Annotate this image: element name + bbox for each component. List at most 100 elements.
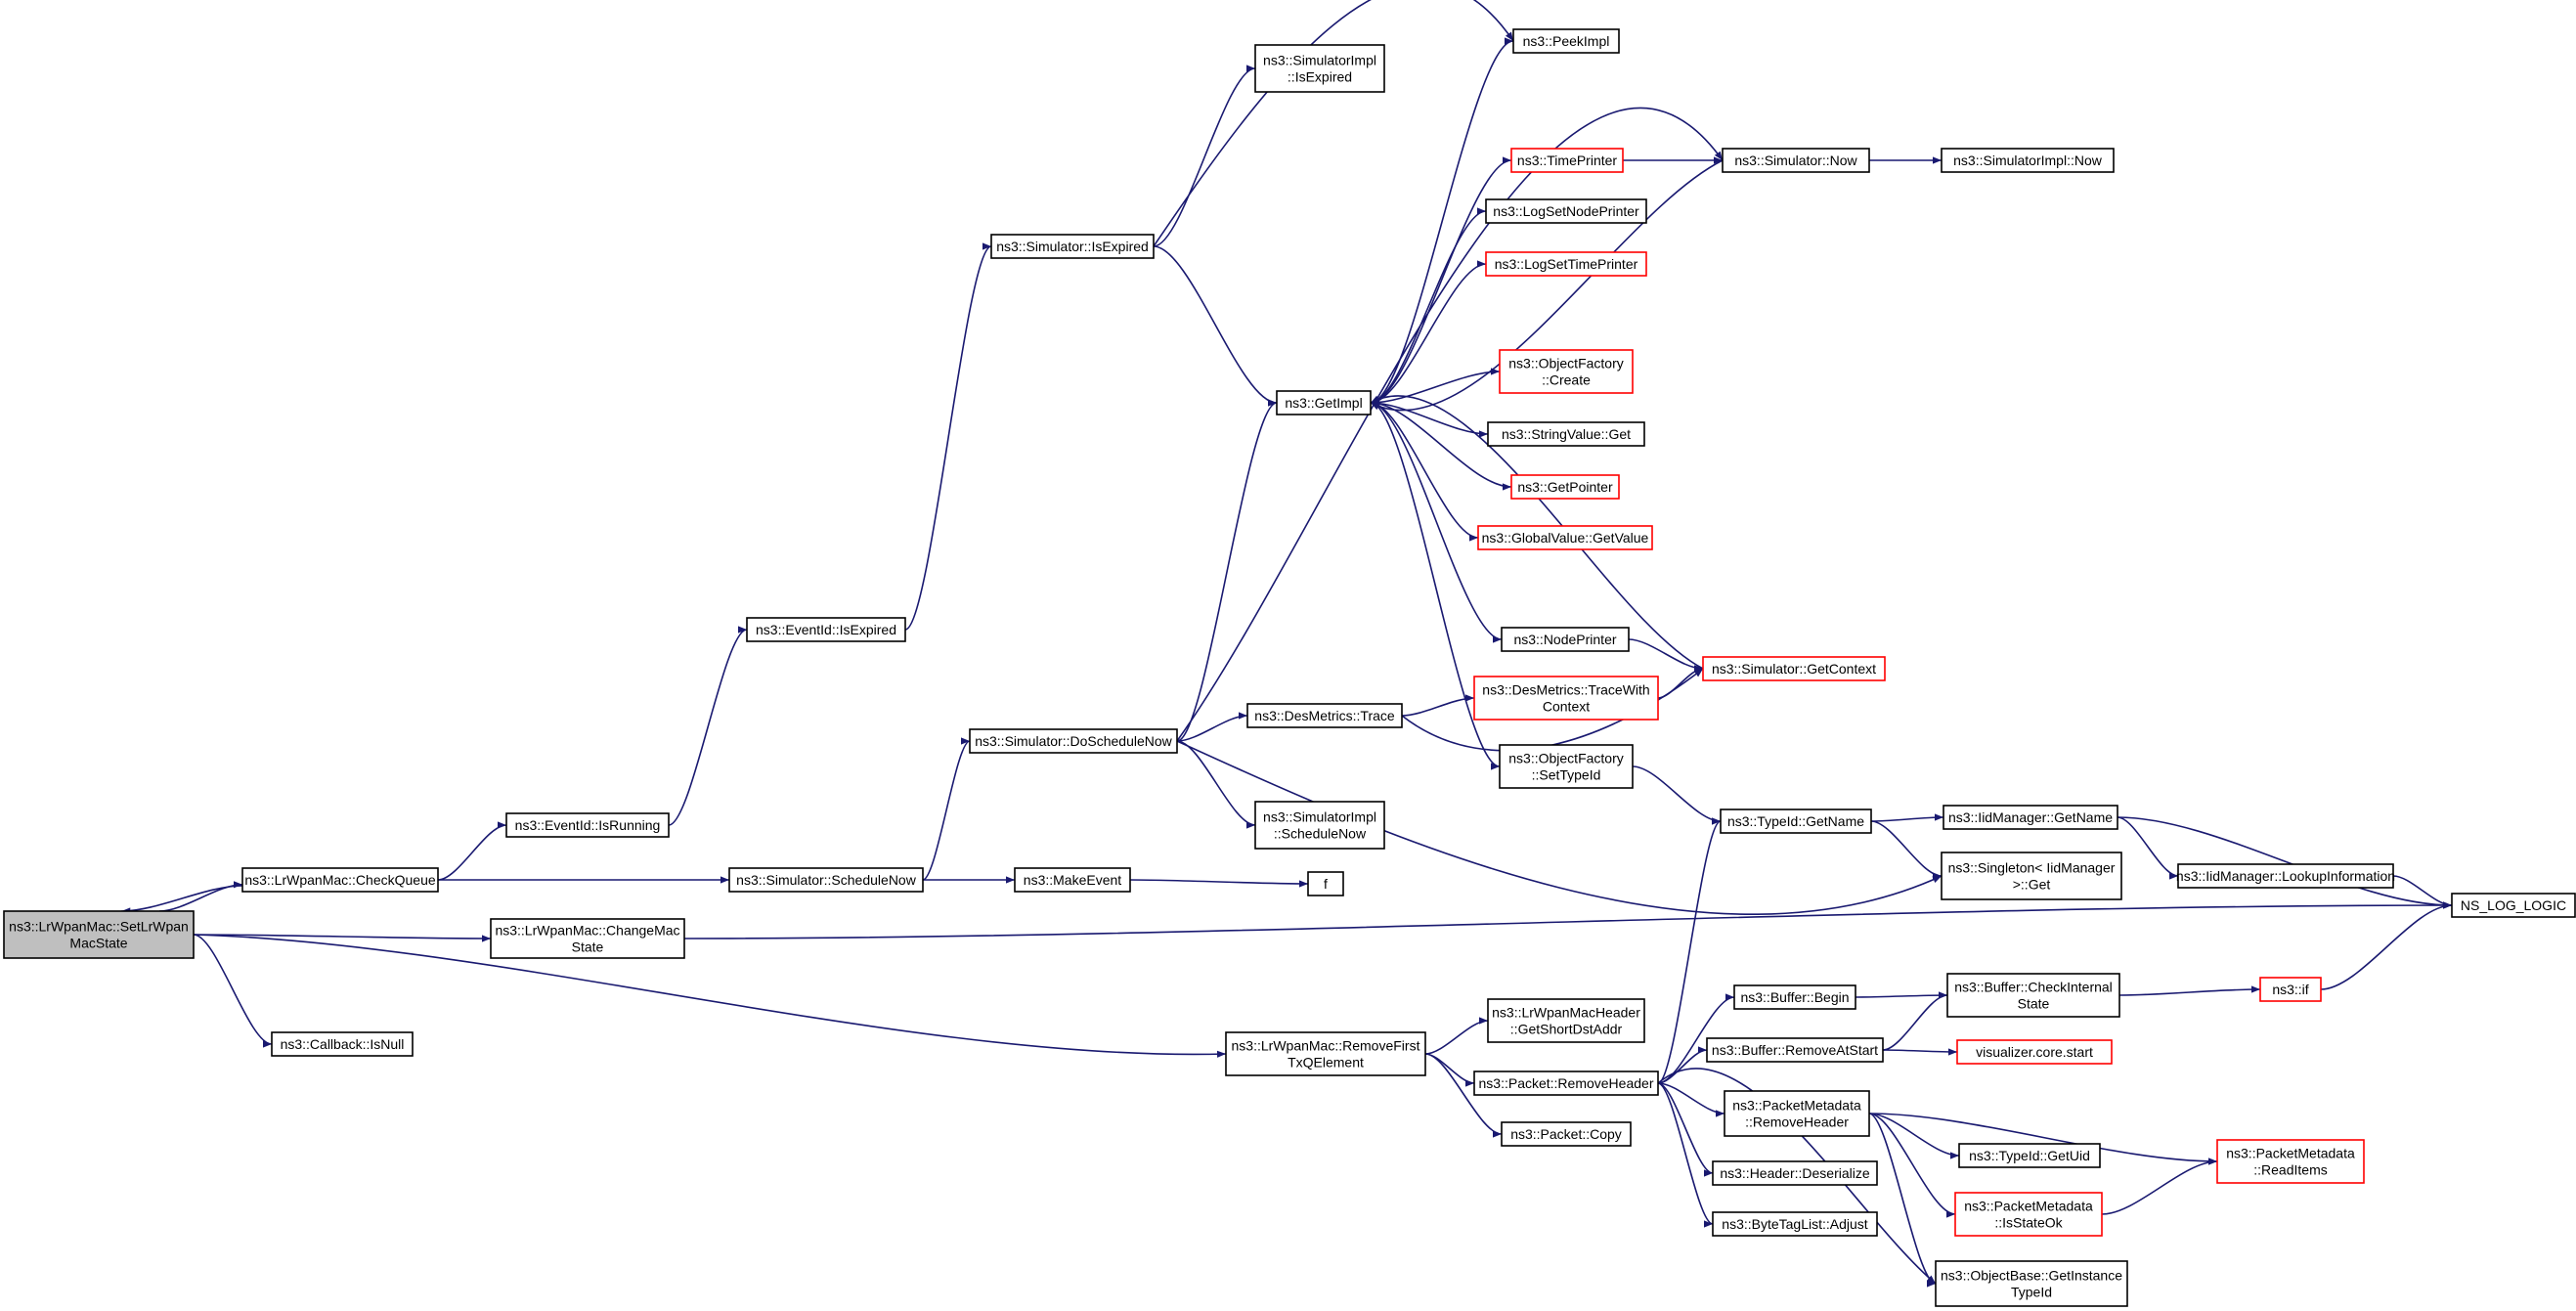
node-label: ns3::ObjectFactory [1508,356,1624,371]
node-schedulenow[interactable]: ns3::Simulator::ScheduleNow [728,867,924,893]
edge-removeheader-to-pmremove [1657,1082,1725,1117]
node-destrace[interactable]: ns3::DesMetrics::Trace [1246,703,1403,728]
edge-pmremove-to-getinstance [1868,1113,1937,1288]
node-simplnow[interactable]: ns3::SimulatorImpl::Now [1941,148,2115,173]
node-box [1254,44,1385,93]
node-isstateok[interactable]: ns3::PacketMetadata::IsStateOk [1954,1192,2103,1237]
node-typegetname[interactable]: ns3::TypeId::GetName [1720,808,1872,834]
node-label: ns3::LogSetNodePrinter [1493,203,1639,219]
node-getpointer[interactable]: ns3::GetPointer [1510,474,1620,500]
edge-getimpl-to-logtimeprinter [1370,260,1487,404]
node-label: ns3::Packet::RemoveHeader [1479,1075,1654,1091]
node-simplsched[interactable]: ns3::SimulatorImpl::ScheduleNow [1254,801,1385,850]
edge-removefirst-to-removeheader [1424,1053,1475,1087]
node-vizstart[interactable]: visualizer.core.start [1956,1039,2113,1065]
node-box [1225,1031,1426,1076]
node-label: ns3::LrWpanMac::ChangeMac [495,923,679,939]
node-box [1487,421,1645,447]
node-box [1702,656,1886,681]
edge-getimpl-to-getpointer [1370,402,1512,491]
node-globalget[interactable]: ns3::GlobalValue::GetValue [1477,525,1653,550]
node-hdrdeser[interactable]: ns3::Header::Deserialize [1712,1160,1878,1186]
node-getcontext[interactable]: ns3::Simulator::GetContext [1702,656,1886,681]
node-box [1935,1260,2128,1307]
node-box [1724,1090,1870,1137]
edge-pmremove-to-readitems [1868,1113,2218,1165]
node-box [1014,867,1131,893]
edge-evexpired-to-simexpired [904,242,992,631]
node-singleton[interactable]: ns3::Singleton< IidManager >::Get [1941,852,2122,900]
node-box [1712,1160,1878,1186]
edge-getimpl-to-nodeprinter [1370,402,1503,643]
node-label: ns3::LrWpanMac::SetLrWpan [9,919,189,935]
node-label: ns3::Simulator::GetContext [1712,661,1876,677]
node-label: ns3::LrWpanMac::CheckQueue [244,872,436,888]
node-bufbegin[interactable]: ns3::Buffer::Begin [1733,984,1856,1010]
node-simexpired[interactable]: ns3::Simulator::IsExpired [990,234,1155,259]
node-nodeprinter[interactable]: ns3::NodePrinter [1501,627,1630,652]
node-objcreate[interactable]: ns3::ObjectFactory::Create [1499,349,1634,394]
node-bufremove[interactable]: ns3::Buffer::RemoveAtStart [1706,1037,1884,1063]
node-settypeid[interactable]: ns3::ObjectFactory::SetTypeId [1499,744,1634,789]
node-box [490,918,685,959]
node-bytetag[interactable]: ns3::ByteTagList::Adjust [1712,1211,1878,1237]
edge-isstateok-to-readitems [2101,1158,2218,1215]
node-label: ns3::DesMetrics::TraceWith [1482,682,1649,698]
node-pmremove[interactable]: ns3::PacketMetadata::RemoveHeader [1724,1090,1870,1137]
node-isrunning[interactable]: ns3::EventId::IsRunning [505,812,670,838]
node-box [1276,390,1372,415]
edge-doschedule-to-getimpl [1176,399,1278,742]
node-pktcopy[interactable]: ns3::Packet::Copy [1501,1121,1632,1147]
node-lognodeprinter[interactable]: ns3::LogSetNodePrinter [1485,198,1647,224]
edges-layer [121,0,2453,1288]
node-logtimeprinter[interactable]: ns3::LogSetTimePrinter [1485,251,1647,277]
node-iidgetname[interactable]: ns3::IidManager::GetName [1943,805,2118,830]
node-label: TxQElement [1288,1055,1364,1071]
node-doschedule[interactable]: ns3::Simulator::DoScheduleNow [969,728,1178,754]
edge-removeheader-to-bytetag [1657,1082,1714,1228]
node-f[interactable]: f [1307,871,1344,896]
node-makeevent[interactable]: ns3::MakeEvent [1014,867,1131,893]
node-removeheader[interactable]: ns3::Packet::RemoveHeader [1473,1071,1659,1096]
node-label: ::GetShortDstAddr [1510,1022,1623,1037]
node-box [1499,349,1634,394]
node-box [1720,808,1872,834]
node-label: State [572,940,604,955]
node-label: f [1324,876,1328,892]
node-stringget[interactable]: ns3::StringValue::Get [1487,421,1645,447]
node-nslog[interactable]: NS_LOG_LOGIC [2451,893,2576,918]
node-checkqueue[interactable]: ns3::LrWpanMac::CheckQueue [241,867,439,893]
node-isnull[interactable]: ns3::Callback::IsNull [271,1031,414,1057]
node-evexpired[interactable]: ns3::EventId::IsExpired [746,617,906,642]
edge-changemac-to-nslog [683,901,2453,940]
node-label: ns3::ByteTagList::Adjust [1722,1216,1868,1232]
node-readitems[interactable]: ns3::PacketMetadata::ReadItems [2216,1139,2365,1184]
node-label: ns3::SimulatorImpl [1263,53,1376,68]
edge-checkqueue-to-setstate [121,885,243,915]
edge-getimpl-to-objcreate [1370,368,1501,404]
node-simnow[interactable]: ns3::Simulator::Now [1722,148,1870,173]
edge-getimpl-to-timeprinter [1370,156,1512,404]
node-peekimpl[interactable]: ns3::PeekImpl [1512,28,1620,54]
node-getuid[interactable]: ns3::TypeId::GetUid [1958,1143,2101,1168]
node-box [1946,973,2120,1018]
node-box [1510,474,1620,500]
node-label: >::Get [2013,877,2051,893]
node-label: ns3::MakeEvent [1024,872,1121,888]
node-nsif[interactable]: ns3::if [2259,977,2322,1002]
node-getimpl[interactable]: ns3::GetImpl [1276,390,1372,415]
node-lookup[interactable]: ns3::IidManager::LookupInformation [2176,863,2395,889]
node-box [1473,676,1659,721]
node-getshort[interactable]: ns3::LrWpanMacHeader::GetShortDstAddr [1487,998,1645,1043]
node-timeprinter[interactable]: ns3::TimePrinter [1510,148,1624,173]
edge-settypeid-to-typegetname [1632,765,1722,825]
edge-lookup-to-nslog [2392,875,2453,909]
node-simplexp[interactable]: ns3::SimulatorImpl::IsExpired [1254,44,1385,93]
